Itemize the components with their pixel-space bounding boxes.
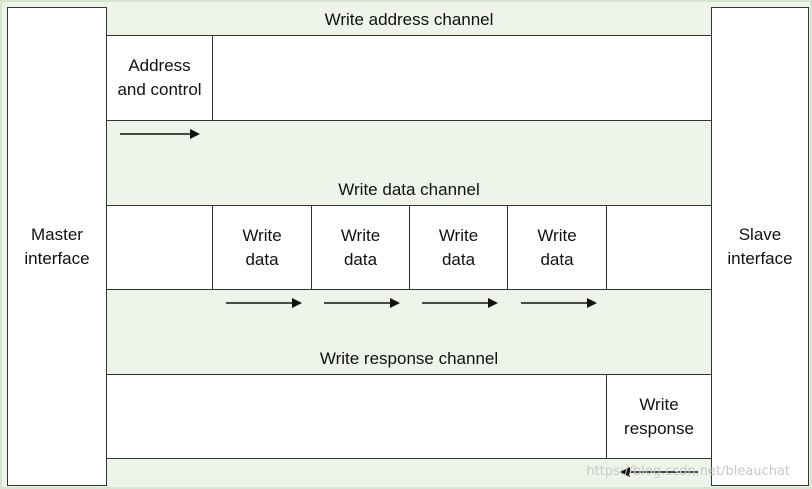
write-response-label: Write response [624,394,694,438]
write-data-packet-2: Write data [311,205,410,290]
write-data-label: Write data [537,225,577,269]
write-data-label: Write data [438,225,479,269]
slave-interface-label: Slave interface [727,224,793,268]
write-data-label: Write data [242,225,282,269]
data-arrow-icon [226,298,302,308]
address-control-packet: Address and control [106,35,213,121]
write-data-packet-1: Write data [212,205,312,290]
slave-interface-box: Slave interface [711,7,809,486]
data-arrow-icon [521,298,597,308]
master-interface-box: Master interface [7,7,107,486]
watermark: https://blog.csdn.net/bleauchat [586,464,790,479]
response-arrow-icon [620,467,698,477]
write-data-packet-3: Write data [409,205,508,290]
write-data-channel-title: Write data channel [338,180,480,199]
write-response-channel-title: Write response channel [319,349,499,368]
write-address-channel-title: Write address channel [324,10,494,29]
data-arrow-icon [422,298,498,308]
master-interface-label: Master interface [24,224,90,268]
data-arrow-icon [324,298,400,308]
write-data-label: Write data [340,225,381,269]
write-response-packet: Write response [606,374,712,459]
address-control-label: Address and control [117,56,202,99]
write-data-packet-4: Write data [507,205,607,290]
address-arrow-icon [120,129,200,139]
